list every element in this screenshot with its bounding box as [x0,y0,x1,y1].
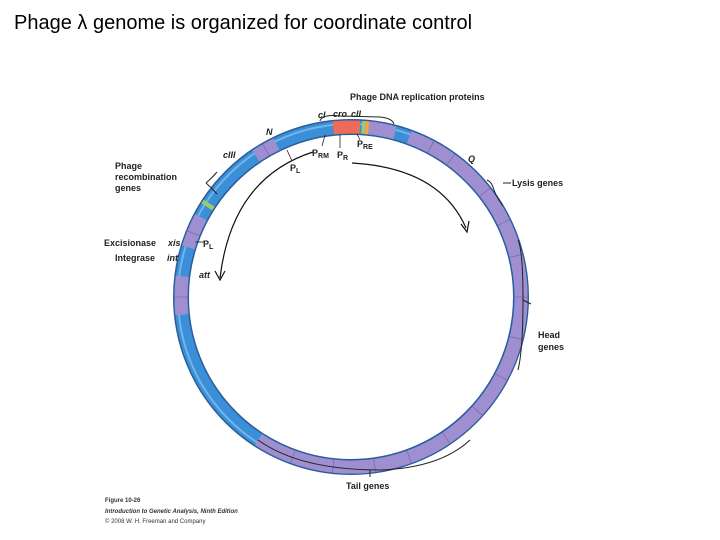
prm-label: PRM [312,148,329,160]
dna-ring [173,119,529,475]
prm-sub: RM [318,153,329,160]
pr-label: PR [337,150,348,162]
replication-bracket [319,115,395,125]
pl-lower-sub: L [209,244,214,251]
figure-number: Figure 10-26 [105,498,141,504]
segment-tick-1 [446,153,456,166]
segment-tick-10 [406,450,412,464]
segment-tick-7 [494,373,508,381]
replication-proteins-label: Phage DNA replication proteins [350,92,485,102]
head-line-1: Head [538,330,560,340]
prm-tick [321,134,326,147]
book-title: Introduction to Genetic Analysis, Ninth … [105,509,238,515]
segment-int-xis [174,275,189,316]
segment-tick-3 [497,219,511,226]
tail-bracket [257,439,471,471]
xis-label: xis [167,238,181,248]
pre-sub: RE [363,144,373,151]
segment-tick-8 [471,405,483,416]
head-pointer [522,299,532,305]
pl-upper-sub: L [296,168,301,175]
recombination-line-3: genes [115,183,141,193]
lysis-genes-label: Lysis genes [512,178,563,188]
head-line-2: genes [538,342,564,352]
segment-late-genes [254,131,528,474]
segment-tick-16 [262,143,270,156]
att-label: att [199,270,211,280]
leftward-transcript-arrow [219,151,314,279]
int-label: int [167,253,179,263]
segment-ciii [201,199,215,211]
tail-genes-label: Tail genes [346,481,389,491]
excisionase-label: Excisionase [104,238,156,248]
segment-tick-2 [479,187,491,197]
segment-ci [332,120,361,135]
slide-title: Phage λ genome is organized for coordina… [14,12,473,34]
recombination-bracket [205,171,218,195]
pl-upper-tick [286,149,293,162]
segment-recombination [182,214,207,250]
recombination-genes-label: Phage recombination genes [115,161,180,193]
prm-letter: P [312,148,318,158]
ciii-label: cIII [223,150,236,160]
pl-lower-letter: P [203,239,209,249]
pr-letter: P [337,150,343,160]
rightward-transcript-arrow [351,162,467,229]
n-gene-label: N [266,127,273,137]
segment-tick-13 [290,450,296,464]
rightward-arrowhead [460,220,470,234]
pre-label: PRE [357,139,373,151]
segment-tick-4 [509,253,523,258]
pl-upper-letter: P [290,163,296,173]
segment-q [453,159,476,182]
segment-tick-12 [332,459,335,474]
segment-replication [368,121,397,140]
cro-label: cro [333,109,348,119]
gene-segments [174,120,528,474]
segment-tick-15 [186,230,201,237]
recombination-line-1: Phage [115,161,142,171]
copyright: © 2008 W. H. Freeman and Company [105,518,205,525]
pre-tick [356,133,361,141]
head-genes-label: Head genes [538,330,564,352]
q-gene-label: Q [468,154,475,164]
segment-ticks [174,140,528,474]
pr-sub: R [343,155,348,162]
ci-label: cI [318,110,326,120]
segment-tick-6 [509,336,523,341]
pl-upper-label: PL [290,163,301,175]
segment-tick-9 [441,431,451,444]
recombination-line-2: recombination [115,172,177,182]
leftward-arrowhead [214,270,226,282]
segment-tick-0 [427,140,435,154]
pre-letter: P [357,139,363,149]
lysis-bracket [486,179,504,207]
cii-label: cII [351,109,362,119]
integrase-label: Integrase [115,253,155,263]
pl-lower-label: PL [203,239,214,251]
